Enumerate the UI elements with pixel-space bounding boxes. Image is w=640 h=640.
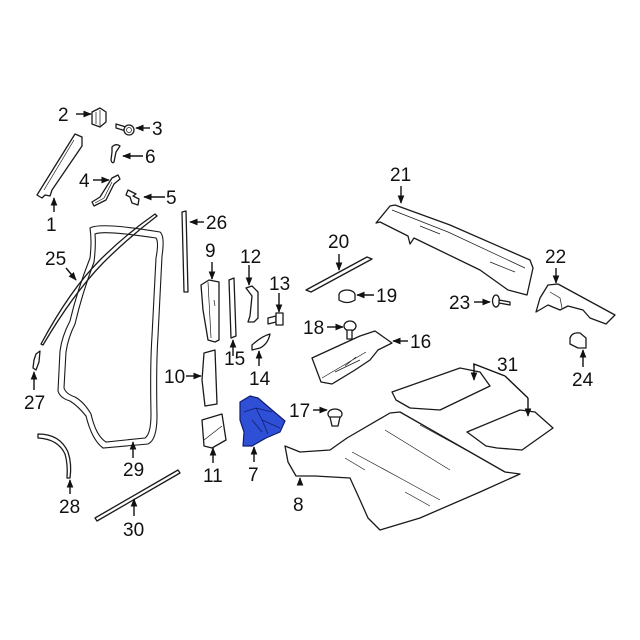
part-10-b-pillar-lower[interactable]: [201, 349, 218, 407]
callout-label-17: 17: [289, 401, 310, 422]
part-13-bolt[interactable]: [267, 312, 284, 326]
part-29-door-seal[interactable]: [57, 225, 164, 449]
callout-10[interactable]: 10: [164, 367, 202, 388]
callout-label-8: 8: [293, 495, 304, 516]
part-17-push-clip[interactable]: [327, 408, 343, 427]
part-23-push-pin[interactable]: [491, 294, 511, 308]
part-14-clip[interactable]: [251, 333, 271, 351]
callout-23[interactable]: 23: [449, 293, 491, 314]
callout-label-10: 10: [164, 367, 185, 388]
callout-1[interactable]: 1: [46, 197, 58, 236]
callout-label-31: 31: [497, 355, 518, 376]
callout-label-15: 15: [224, 349, 245, 370]
callout-16[interactable]: 16: [392, 332, 431, 353]
part-11-lower-trim[interactable]: [201, 413, 227, 449]
part-3-bolt[interactable]: [115, 123, 135, 136]
callout-21[interactable]: 21: [390, 165, 411, 204]
callout-label-21: 21: [390, 165, 411, 186]
part-2-cap[interactable]: [91, 107, 107, 128]
callout-label-23: 23: [449, 293, 470, 314]
part-9-b-pillar-upper[interactable]: [200, 279, 220, 343]
part-7-bracket-highlighted[interactable]: [239, 395, 286, 447]
callout-label-30: 30: [123, 520, 144, 541]
callout-label-29: 29: [123, 460, 144, 481]
part-6-clip[interactable]: [110, 144, 121, 164]
part-30-sill-strip[interactable]: [94, 469, 181, 522]
callout-31[interactable]: 31: [470, 355, 532, 417]
callout-label-4: 4: [79, 171, 90, 192]
callout-25[interactable]: 25: [45, 249, 77, 281]
callout-6[interactable]: 6: [122, 147, 156, 168]
callout-label-5: 5: [166, 188, 177, 209]
part-15-trim-strip[interactable]: [228, 277, 237, 339]
callout-label-25: 25: [45, 249, 66, 270]
callout-3[interactable]: 3: [135, 119, 163, 140]
part-24-grommet[interactable]: [569, 332, 587, 349]
callout-label-24: 24: [572, 370, 594, 391]
part-5-fastener[interactable]: [125, 189, 140, 206]
callout-label-7: 7: [248, 465, 259, 486]
part-26-weatherstrip[interactable]: [181, 210, 189, 293]
callout-label-9: 9: [205, 241, 216, 262]
callout-label-14: 14: [249, 369, 271, 390]
callout-7[interactable]: 7: [248, 446, 259, 486]
callout-label-27: 27: [24, 393, 45, 414]
part-4-grab-handle[interactable]: [91, 174, 121, 207]
callout-12[interactable]: 12: [240, 247, 261, 286]
callout-27[interactable]: 27: [24, 371, 45, 414]
part-19-plug[interactable]: [338, 289, 356, 304]
part-22-bracket[interactable]: [535, 283, 616, 325]
callout-label-22: 22: [545, 247, 566, 268]
callout-24[interactable]: 24: [572, 349, 594, 391]
callout-13[interactable]: 13: [269, 274, 290, 313]
callout-label-3: 3: [152, 119, 163, 140]
part-28-arch-seal[interactable]: [37, 433, 72, 479]
part-8-floor-covering[interactable]: [284, 411, 521, 531]
part-16-step-trim[interactable]: [311, 330, 393, 385]
callout-5[interactable]: 5: [143, 188, 177, 209]
callout-label-12: 12: [240, 247, 261, 268]
callout-26[interactable]: 26: [189, 213, 227, 234]
part-21-sill-plate[interactable]: [375, 204, 534, 296]
callout-30[interactable]: 30: [123, 498, 144, 541]
callout-8[interactable]: 8: [293, 477, 304, 516]
callout-label-11: 11: [203, 466, 223, 487]
part-31-floor-mats[interactable]: [391, 367, 554, 451]
callout-14[interactable]: 14: [249, 350, 271, 390]
callout-label-2: 2: [58, 105, 69, 126]
callout-label-16: 16: [410, 332, 431, 353]
callout-22[interactable]: 22: [545, 247, 566, 284]
part-27-clip[interactable]: [32, 350, 41, 371]
callout-label-6: 6: [145, 147, 156, 168]
callout-20[interactable]: 20: [328, 232, 349, 271]
part-25-molding[interactable]: [40, 213, 158, 346]
callout-18[interactable]: 18: [303, 318, 344, 339]
callout-29[interactable]: 29: [123, 441, 144, 481]
callout-label-13: 13: [269, 274, 290, 295]
callout-9[interactable]: 9: [205, 241, 216, 280]
callout-19[interactable]: 19: [356, 286, 397, 307]
callout-17[interactable]: 17: [289, 401, 328, 422]
callout-11[interactable]: 11: [203, 447, 223, 487]
part-1-a-pillar-trim[interactable]: [36, 133, 83, 199]
callout-28[interactable]: 28: [59, 479, 80, 518]
callout-label-19: 19: [376, 286, 397, 307]
callout-label-28: 28: [59, 497, 80, 518]
callout-label-18: 18: [303, 318, 324, 339]
callout-2[interactable]: 2: [58, 105, 92, 126]
callout-label-1: 1: [46, 215, 57, 236]
part-20-scuff-strip[interactable]: [305, 256, 373, 293]
callout-label-26: 26: [206, 213, 227, 234]
callout-label-20: 20: [328, 232, 349, 253]
part-12-handle[interactable]: [245, 285, 259, 323]
callout-4[interactable]: 4: [79, 171, 110, 192]
callout-15[interactable]: 15: [224, 339, 245, 370]
part-18-clip[interactable]: [343, 320, 357, 340]
